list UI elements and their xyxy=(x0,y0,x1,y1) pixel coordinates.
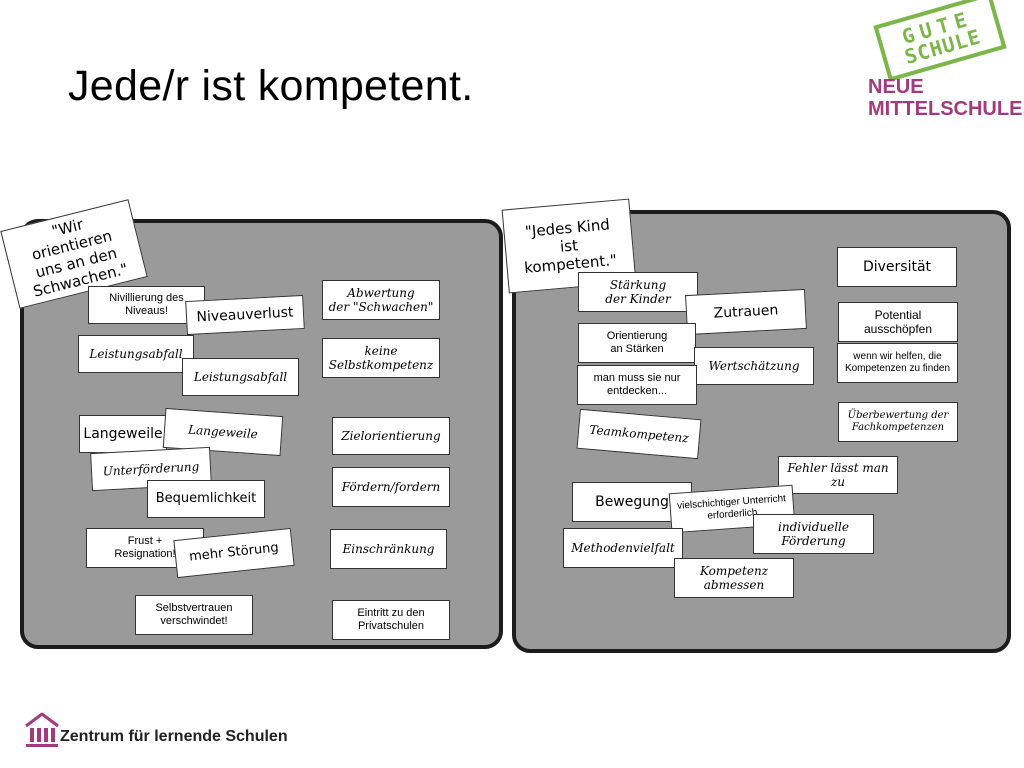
card-diversitaet: Diversität xyxy=(837,247,957,287)
school-building-logo-icon xyxy=(25,712,59,747)
footer-label: Zentrum für lernende Schulen xyxy=(60,728,288,745)
card-methodenvielfalt: Methodenvielfalt xyxy=(563,528,683,568)
slide-title: Jede/r ist kompetent. xyxy=(68,62,474,110)
card-leistungsabfall-1: Leistungsabfall xyxy=(78,335,194,373)
card-potential: Potential ausschöpfen xyxy=(838,302,958,342)
card-abwertung: Abwertung der "Schwachen" xyxy=(322,280,440,320)
card-keine-selbstkompetenz: keine Selbstkompetenz xyxy=(322,338,440,378)
card-zutrauen: Zutrauen xyxy=(685,288,807,336)
card-zielorientierung: Zielorientierung xyxy=(332,417,450,455)
card-selbstvertrauen: Selbstvertrauen verschwindet! xyxy=(135,595,253,635)
card-wertschaetzung: Wertschätzung xyxy=(694,347,814,385)
card-niveauverlust: Niveauverlust xyxy=(185,294,305,336)
card-eintritt: Eintritt zu den Privatschulen xyxy=(332,600,450,640)
brand-line-1: NEUE xyxy=(868,76,924,98)
neue-mittelschule-logo: NEUE MITTELSCHULE xyxy=(868,76,1022,121)
brand-line-2: MITTELSCHULE xyxy=(868,98,1023,121)
card-fehler: Fehler lässt man zu xyxy=(778,456,898,494)
card-leistungsabfall-2: Leistungsabfall xyxy=(182,358,299,396)
card-einschraenkung: Einschränkung xyxy=(330,529,447,569)
card-wenn-wir-helfen: wenn wir helfen, die Kompetenzen zu find… xyxy=(837,343,958,383)
card-bequemlichkeit: Bequemlichkeit xyxy=(147,480,265,518)
card-ueberbewertung: Überbewertung der Fachkompetenzen xyxy=(838,402,958,442)
card-nivillierung: Nivillierung des Niveaus! xyxy=(88,286,205,324)
gute-schule-stamp: GUTE SCHULE xyxy=(873,0,1007,82)
card-staerkung: Stärkung der Kinder xyxy=(578,272,698,312)
card-kompetenz-abmessen: Kompetenz abmessen xyxy=(674,558,794,598)
card-individuelle: individuelle Förderung xyxy=(753,514,874,554)
card-langeweile-1: Langeweile xyxy=(79,415,167,453)
card-foerdern-fordern: Fördern/fordern xyxy=(332,467,450,507)
card-entdecken: man muss sie nur entdecken... xyxy=(577,365,697,405)
card-orientierung: Orientierung an Stärken xyxy=(578,323,696,363)
